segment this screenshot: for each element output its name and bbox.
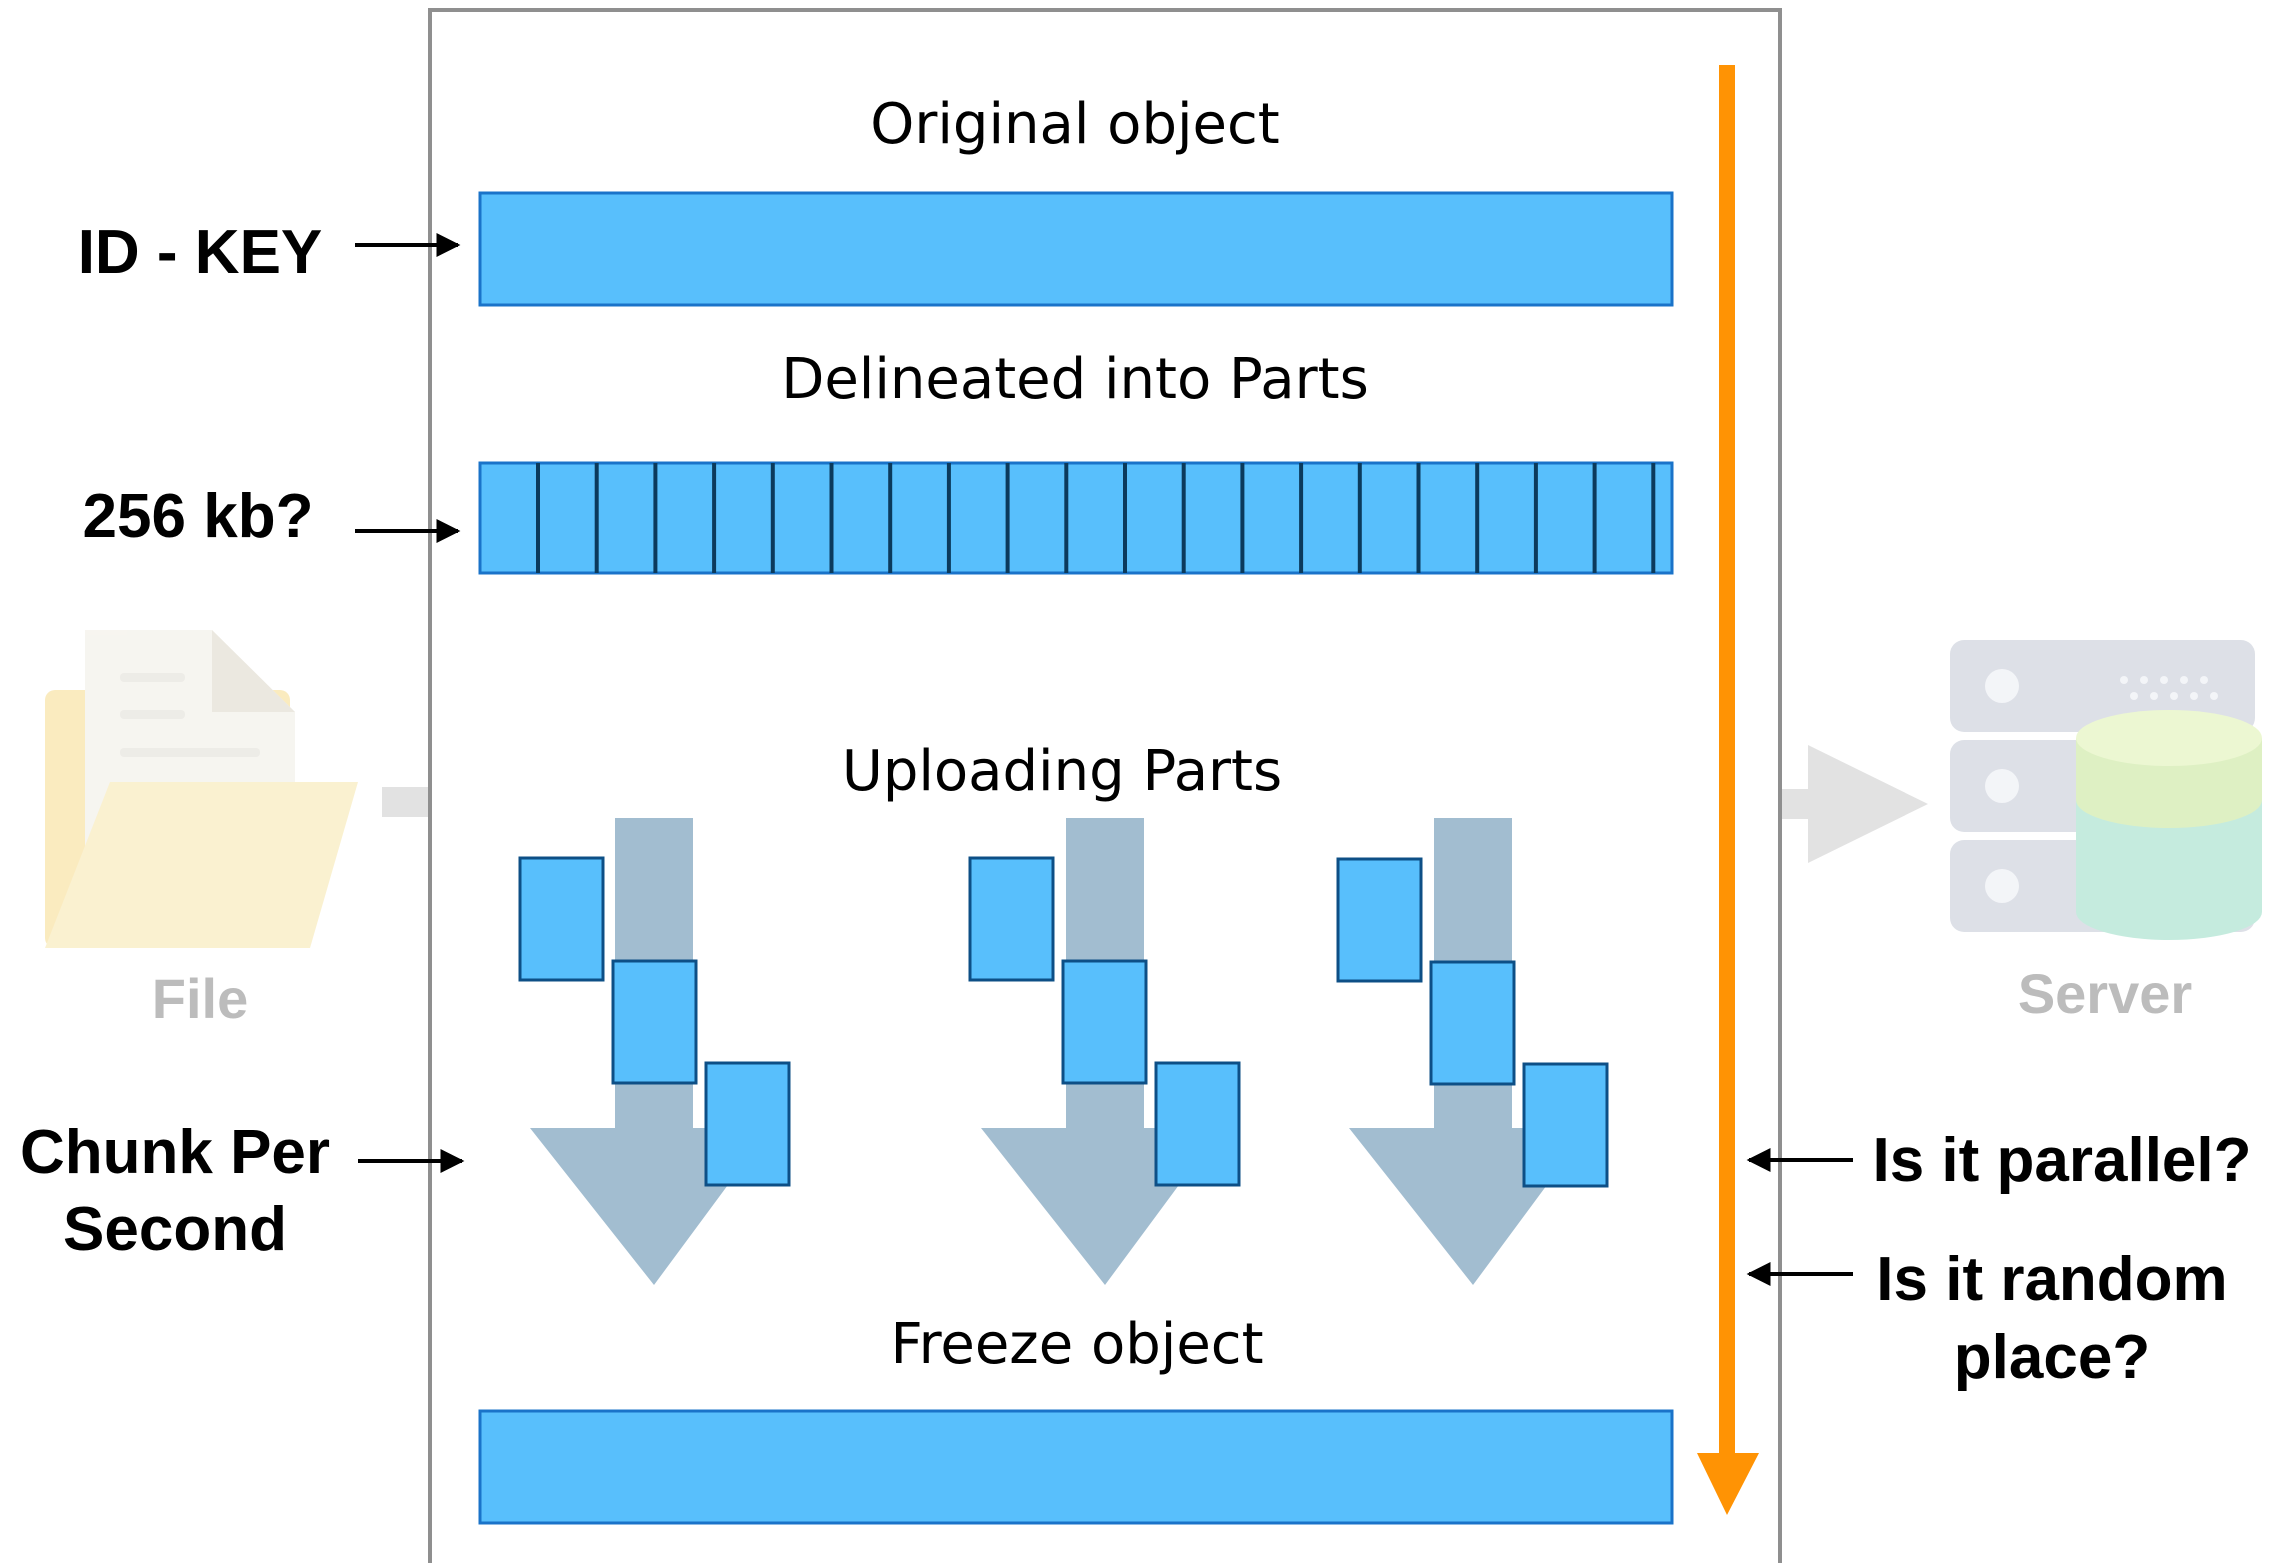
random-place-line2: place? (1954, 1323, 2150, 1392)
file-label: File (152, 967, 248, 1030)
folder-document-icon (45, 630, 358, 948)
is-parallel-label: Is it parallel? (1872, 1126, 2251, 1195)
server-database-icon (1950, 640, 2262, 940)
part-size-label: 256 kb? (83, 482, 314, 551)
chunk-per-second-line1: Chunk Per (20, 1118, 330, 1187)
chunk (704, 1061, 791, 1187)
upload-group-1 (518, 818, 791, 1285)
original-object-title: Original object (870, 92, 1280, 157)
parts-bar-background (478, 461, 1674, 575)
freeze-object-bar (478, 1409, 1674, 1525)
original-object-bar (478, 191, 1674, 307)
chunk (968, 856, 1055, 982)
is-random-place-label: Is it random place? (1876, 1245, 2227, 1392)
chunk (518, 856, 605, 982)
chunk (1061, 959, 1148, 1085)
chunk (1336, 857, 1423, 983)
chunk-per-second-label: Chunk Per Second (20, 1118, 330, 1264)
chunk-per-second-line2: Second (63, 1195, 287, 1264)
chunk (1522, 1062, 1609, 1188)
random-place-line1: Is it random (1876, 1245, 2227, 1314)
server-label: Server (2018, 962, 2192, 1025)
parts-bar (478, 461, 1674, 575)
freeze-object-title: Freeze object (890, 1312, 1263, 1377)
faded-left-connector (382, 787, 432, 817)
chunk (1429, 960, 1516, 1086)
faded-right-arrow (1782, 745, 1928, 863)
timeline-arrow (1697, 65, 1759, 1515)
upload-group-3 (1336, 818, 1609, 1285)
delineated-title: Delineated into Parts (781, 347, 1369, 412)
chunk (1154, 1061, 1241, 1187)
chunk (611, 959, 698, 1085)
id-key-label: ID - KEY (78, 218, 323, 287)
uploading-title: Uploading Parts (842, 739, 1282, 804)
upload-group-2 (968, 818, 1241, 1285)
